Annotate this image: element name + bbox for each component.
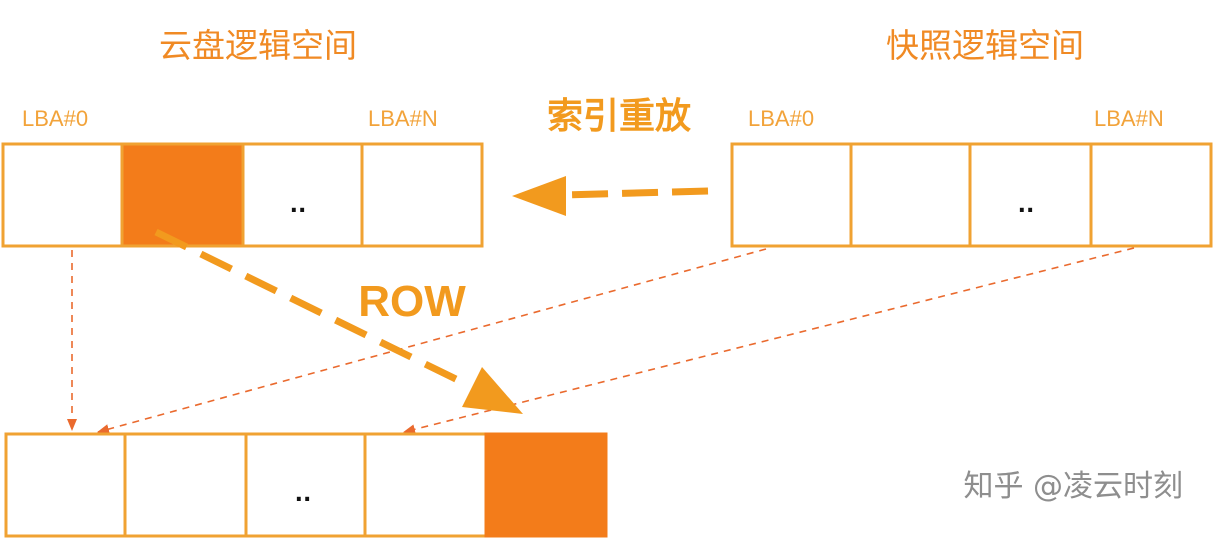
physical-block [244,432,368,538]
snapshot-lba-start-label: LBA#0 [748,106,814,131]
cloud-lba-end-label: LBA#N [368,106,438,131]
physical-block [4,432,128,538]
cloud-disk-title: 云盘逻辑空间 [159,26,357,65]
snapshot-block-dots: .. [1018,193,1035,218]
physical-block-dots: .. [295,482,312,507]
index-replay-arrow [512,176,709,216]
snapshot-lba-end-label: LBA#N [1094,106,1164,131]
watermark: 知乎 @凌云时刻 [963,469,1183,504]
snapshot-blocks: .. [730,142,1213,248]
physical-blocks: .. [4,432,608,538]
snapshot-title: 快照逻辑空间 [886,26,1084,65]
cloud-block [360,142,484,248]
physical-block [123,432,249,538]
snapshot-block [849,142,973,248]
row-label: ROW [358,277,466,326]
cloud-block [241,142,365,248]
index-replay-label: 索引重放 [547,96,691,137]
cloud-block-dots: .. [290,193,307,218]
snapshot-block [968,142,1094,248]
cloud-block [1,142,125,248]
row-arrow [154,228,523,414]
snapshot-block [1089,142,1213,248]
snapshot-block [730,142,854,248]
physical-block-filled [484,432,608,538]
cloud-disk-blocks: .. [1,142,484,248]
physical-block [363,432,489,538]
cloud-block-filled [120,142,246,248]
mapping-arrow [403,247,1135,435]
mapping-arrow [97,248,767,434]
cloud-lba-start-label: LBA#0 [22,106,88,131]
mapping-arrows [67,247,1135,435]
